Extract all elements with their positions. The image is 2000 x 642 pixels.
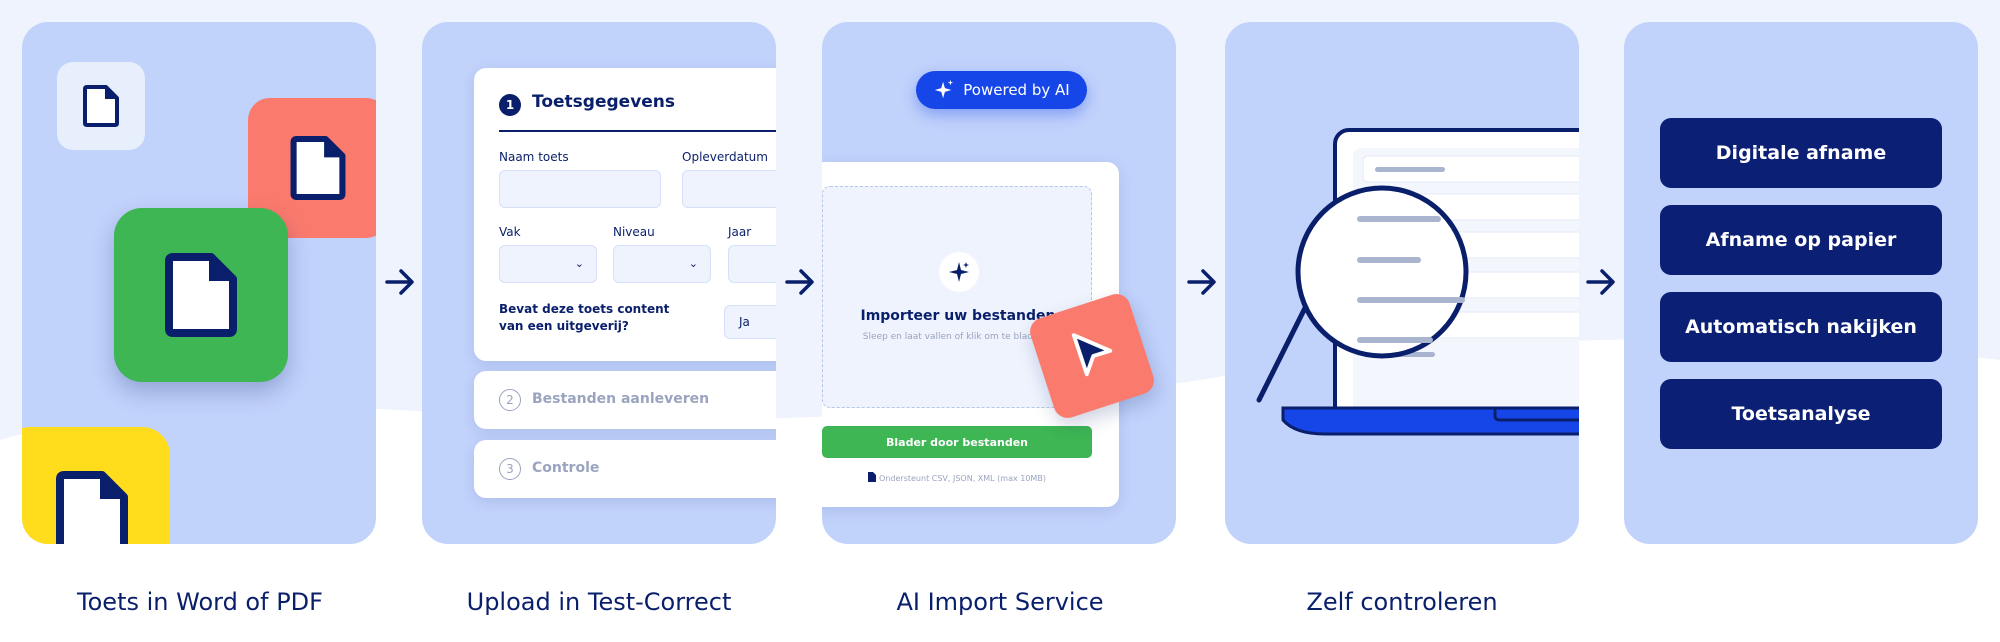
import-title: Importeer uw bestanden	[860, 308, 1056, 324]
caption-ai-import: AI Import Service	[896, 588, 1104, 616]
publisher-yes-option[interactable]: Ja	[724, 305, 776, 339]
step-3-label: Controle	[532, 460, 600, 476]
document-icon	[83, 85, 119, 127]
subject-select[interactable]: ⌄	[499, 245, 597, 283]
year-label: Jaar	[728, 225, 752, 239]
caption-word-pdf: Toets in Word of PDF	[77, 588, 323, 616]
test-name-label: Naam toets	[499, 150, 569, 164]
chevron-down-icon: ⌄	[688, 257, 698, 270]
panel-upload: 1 Toetsgegevens Naam toets Opleverdatum …	[422, 22, 776, 544]
output-auto-grading: Automatisch nakijken	[1660, 292, 1942, 362]
output-test-analysis: Toetsanalyse	[1660, 379, 1942, 449]
level-select[interactable]: ⌄	[613, 245, 711, 283]
subject-label: Vak	[499, 225, 521, 239]
cursor-tile	[1026, 290, 1158, 422]
arrow-right-icon	[785, 269, 814, 295]
supported-formats-text: Ondersteunt CSV, JSON, XML (max 10MB)	[879, 474, 1046, 483]
file-icon	[868, 472, 877, 482]
panel-review	[1225, 22, 1579, 544]
document-icon	[290, 135, 346, 201]
caption-upload: Upload in Test-Correct	[466, 588, 732, 616]
cursor-arrow-icon	[1071, 333, 1113, 377]
caption-review: Zelf controleren	[1306, 588, 1498, 616]
step-3-card[interactable]: 3 Controle	[474, 440, 776, 498]
form-title: Toetsgegevens	[532, 92, 676, 112]
form-card-test-details: 1 Toetsgegevens Naam toets Opleverdatum …	[474, 68, 776, 361]
document-icon	[165, 253, 237, 337]
step-2-indicator: 2	[499, 389, 521, 411]
supported-formats-note: Ondersteunt CSV, JSON, XML (max 10MB)	[822, 472, 1102, 483]
test-name-input[interactable]	[499, 170, 661, 208]
doc-tile-white	[57, 62, 145, 150]
arrow-right-icon	[1586, 269, 1615, 295]
arrow-right-icon	[1187, 269, 1216, 295]
output-paper-exam: Afname op papier	[1660, 205, 1942, 275]
level-label: Niveau	[613, 225, 655, 239]
delivery-date-input[interactable]	[682, 170, 776, 208]
doc-tile-green	[114, 208, 288, 382]
form-divider	[499, 130, 776, 132]
publisher-question-line1: Bevat deze toets content	[499, 302, 670, 316]
output-digital-exam: Digitale afname	[1660, 118, 1942, 188]
doc-tile-yellow	[22, 427, 170, 544]
year-select[interactable]	[728, 245, 776, 283]
arrow-right-icon	[385, 269, 414, 295]
panel-outputs: Digitale afname Afname op papier Automat…	[1624, 22, 1978, 544]
panel-ai-import: Importeer uw bestanden Sleep en laat val…	[822, 22, 1176, 544]
import-subtitle: Sleep en laat vallen of klik om te blade…	[862, 332, 1054, 342]
laptop-magnifier-illustration	[1256, 128, 1579, 436]
step-2-label: Bestanden aanleveren	[532, 391, 710, 407]
sparkle-icon	[935, 79, 954, 99]
publisher-question-line2: van een uitgeverij?	[499, 319, 629, 333]
browse-files-button[interactable]: Blader door bestanden	[822, 426, 1092, 458]
delivery-date-label: Opleverdatum	[682, 150, 768, 164]
sparkle-icon	[939, 252, 979, 292]
step-3-indicator: 3	[499, 458, 521, 480]
powered-by-ai-badge: Powered by AI	[916, 71, 1087, 109]
powered-by-ai-text: Powered by AI	[963, 81, 1070, 99]
panel-word-pdf	[22, 22, 376, 544]
step-1-indicator: 1	[499, 94, 521, 116]
step-2-card[interactable]: 2 Bestanden aanleveren	[474, 371, 776, 429]
chevron-down-icon: ⌄	[574, 257, 584, 270]
document-icon	[56, 471, 128, 544]
